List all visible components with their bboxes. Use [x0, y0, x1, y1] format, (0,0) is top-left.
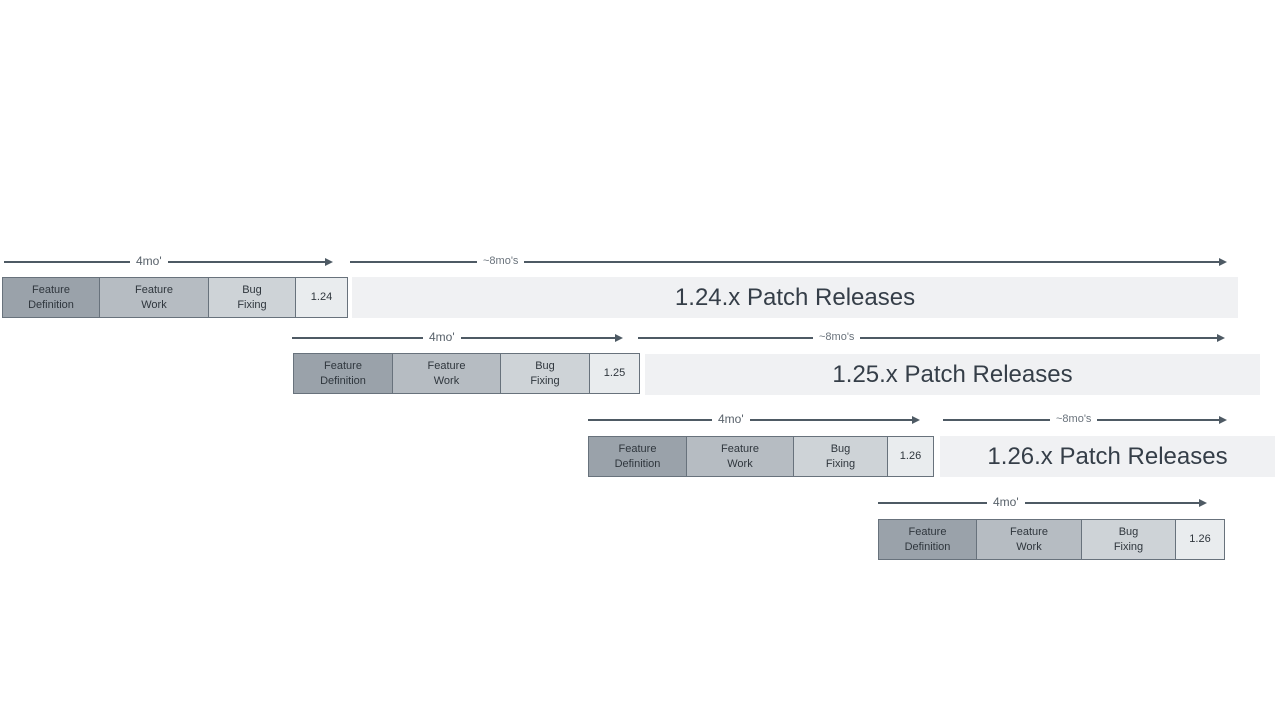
- duration-label-4mo: 4mo': [718, 412, 744, 426]
- phase-label: Bug Fixing: [1113, 526, 1144, 553]
- phase-bug-fixing: Bug Fixing: [500, 353, 590, 394]
- arrow-line: [878, 502, 987, 504]
- phase-label: Feature Work: [135, 284, 173, 311]
- arrow-head-icon: [912, 416, 920, 424]
- version-box: 1.25: [589, 353, 640, 394]
- phase-label: Feature Work: [1010, 526, 1048, 553]
- duration-label-4mo: 4mo': [136, 254, 162, 268]
- phase-feature-work: Feature Work: [99, 277, 209, 318]
- version-box: 1.26: [1175, 519, 1225, 560]
- patch-releases-bar-row2: 1.25.x Patch Releases: [645, 354, 1260, 395]
- release-cycle-row3: Feature Definition Feature Work Bug Fixi…: [588, 436, 934, 477]
- release-cycle-row1: Feature Definition Feature Work Bug Fixi…: [2, 277, 348, 318]
- version-label: 1.26: [899, 450, 922, 463]
- duration-arrow-4mo-row4: 4mo': [878, 495, 1207, 511]
- duration-label-8mo: ~8mo's: [1056, 412, 1092, 425]
- patch-releases-label: 1.25.x Patch Releases: [832, 360, 1073, 388]
- phase-label: Feature Definition: [28, 284, 74, 311]
- version-label: 1.26: [1189, 533, 1211, 546]
- patch-releases-bar-row3: 1.26.x Patch Releases: [940, 436, 1275, 477]
- duration-arrow-8mo-row1: ~8mo's: [350, 254, 1227, 270]
- arrow-line: [860, 337, 1218, 339]
- arrow-head-icon: [615, 334, 623, 342]
- phase-feature-definition: Feature Definition: [293, 353, 393, 394]
- phase-feature-work: Feature Work: [686, 436, 794, 477]
- arrow-line: [167, 261, 326, 263]
- arrow-line: [638, 337, 813, 339]
- patch-releases-bar-row1: 1.24.x Patch Releases: [352, 277, 1238, 318]
- phase-label: Bug Fixing: [530, 360, 560, 387]
- release-cycle-row2: Feature Definition Feature Work Bug Fixi…: [293, 353, 640, 394]
- arrow-line: [1097, 419, 1220, 421]
- phase-label: Feature Work: [427, 360, 466, 387]
- duration-label-4mo: 4mo': [993, 495, 1019, 509]
- release-cycle-row4: Feature Definition Feature Work Bug Fixi…: [878, 519, 1225, 560]
- arrow-line: [460, 337, 616, 339]
- arrow-line: [350, 261, 477, 263]
- phase-feature-work: Feature Work: [976, 519, 1082, 560]
- duration-arrow-4mo-row1: 4mo': [4, 254, 333, 270]
- phase-label: Feature Work: [721, 443, 759, 470]
- phase-feature-work: Feature Work: [392, 353, 501, 394]
- phase-label: Bug Fixing: [825, 443, 856, 470]
- duration-arrow-8mo-row2: ~8mo's: [638, 330, 1225, 346]
- phase-label: Feature Definition: [904, 526, 951, 553]
- duration-label-8mo: ~8mo's: [819, 330, 855, 343]
- arrow-head-icon: [1199, 499, 1207, 507]
- duration-label-8mo: ~8mo's: [483, 254, 519, 267]
- phase-bug-fixing: Bug Fixing: [793, 436, 888, 477]
- phase-bug-fixing: Bug Fixing: [1081, 519, 1176, 560]
- phase-feature-definition: Feature Definition: [878, 519, 977, 560]
- arrow-head-icon: [1219, 258, 1227, 266]
- version-label: 1.25: [603, 367, 626, 380]
- version-box: 1.24: [295, 277, 348, 318]
- arrow-line: [749, 419, 913, 421]
- arrow-line: [588, 419, 712, 421]
- arrow-line: [943, 419, 1050, 421]
- duration-arrow-8mo-row3: ~8mo's: [943, 412, 1227, 428]
- arrow-head-icon: [325, 258, 333, 266]
- arrow-line: [292, 337, 423, 339]
- phase-label: Feature Definition: [614, 443, 661, 470]
- patch-releases-label: 1.24.x Patch Releases: [674, 283, 916, 311]
- phase-feature-definition: Feature Definition: [2, 277, 100, 318]
- version-label: 1.24: [310, 291, 333, 304]
- arrow-line: [524, 261, 1220, 263]
- arrow-head-icon: [1219, 416, 1227, 424]
- phase-label: Feature Definition: [320, 360, 366, 387]
- arrow-line: [1024, 502, 1200, 504]
- arrow-head-icon: [1217, 334, 1225, 342]
- phase-feature-definition: Feature Definition: [588, 436, 687, 477]
- duration-arrow-4mo-row2: 4mo': [292, 330, 623, 346]
- duration-label-4mo: 4mo': [429, 330, 455, 344]
- phase-bug-fixing: Bug Fixing: [208, 277, 296, 318]
- arrow-line: [4, 261, 130, 263]
- version-box: 1.26: [887, 436, 934, 477]
- phase-label: Bug Fixing: [237, 284, 267, 311]
- duration-arrow-4mo-row3: 4mo': [588, 412, 920, 428]
- patch-releases-label: 1.26.x Patch Releases: [987, 442, 1228, 470]
